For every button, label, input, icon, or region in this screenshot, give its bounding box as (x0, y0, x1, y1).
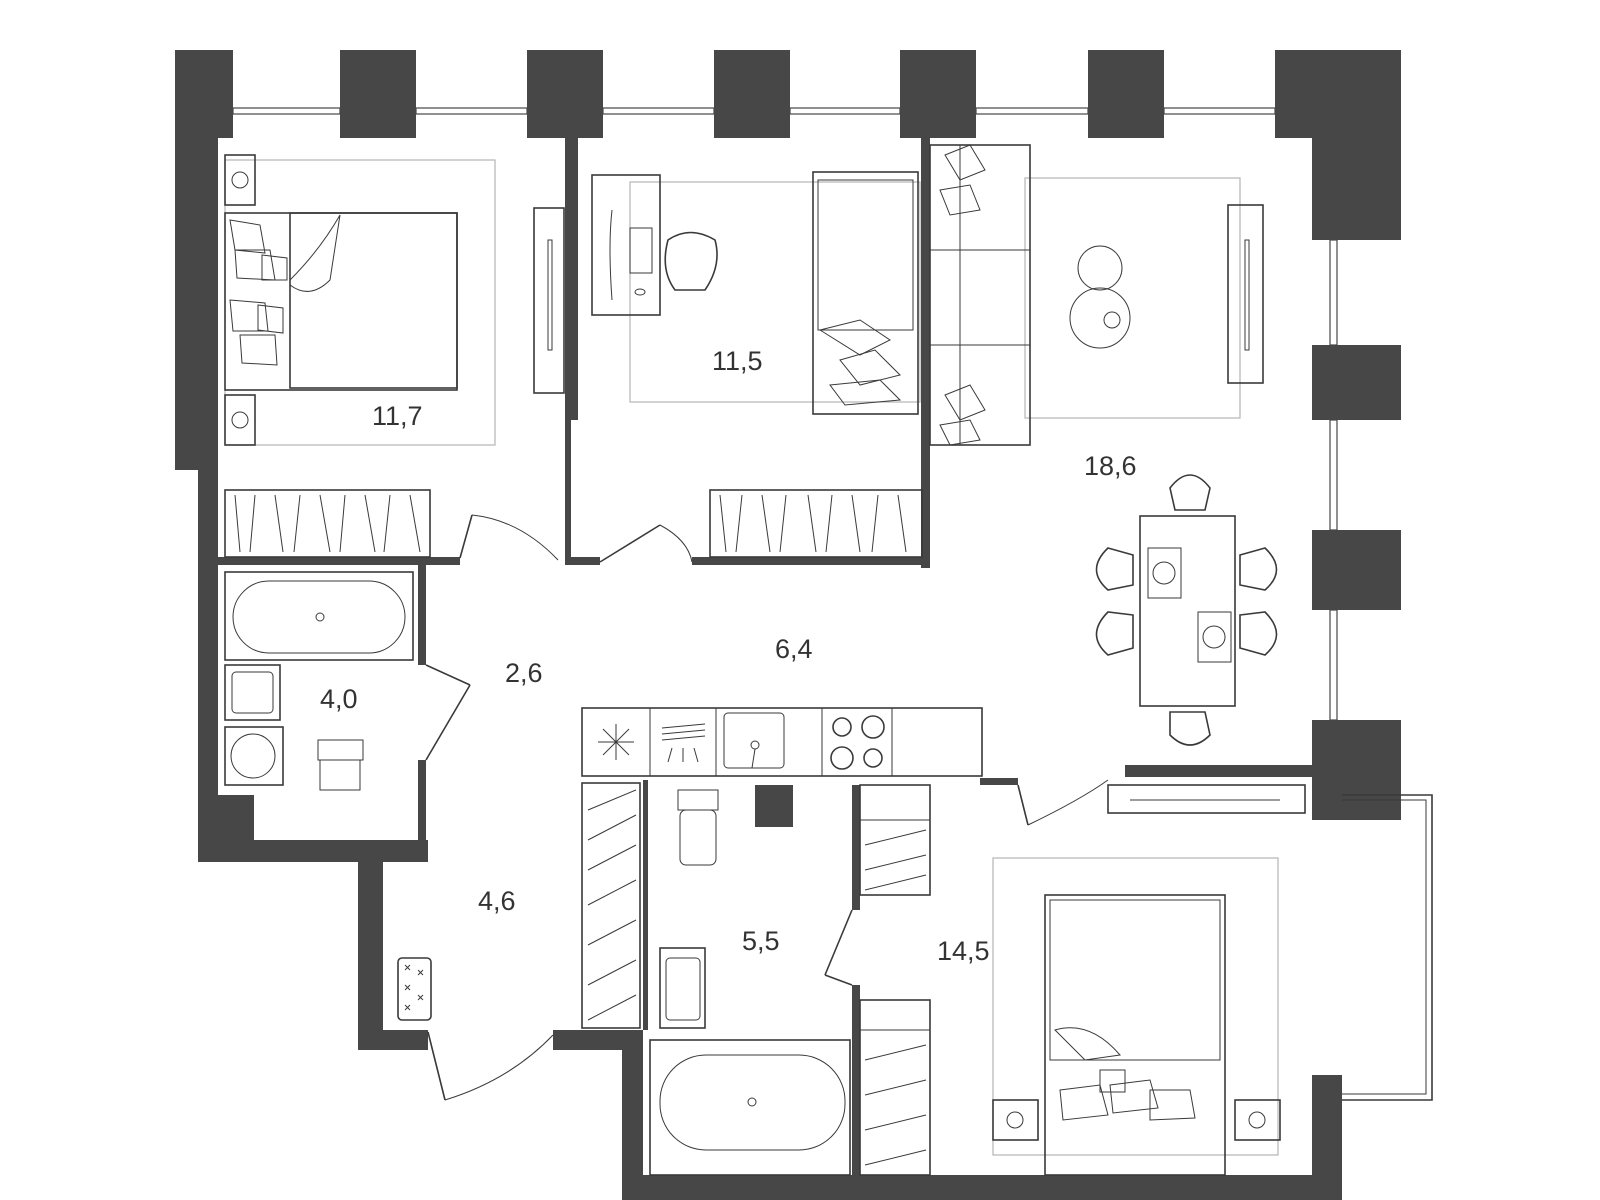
bedroom-1-furniture (224, 154, 565, 446)
bathroom-2-furniture (649, 789, 851, 1176)
area-label-living-kitchen: 18,6 (1084, 451, 1137, 481)
area-label-corridor: 2,6 (505, 658, 543, 688)
living-furniture (929, 144, 1278, 746)
area-label-bedroom-3: 14,5 (937, 936, 990, 966)
snowflake-icon (598, 724, 634, 760)
area-label-bathroom-2: 5,5 (742, 926, 780, 956)
area-label-bathroom-1: 4,0 (320, 684, 358, 714)
bedroom-3-furniture (992, 857, 1281, 1176)
bathroom-1-furniture (224, 571, 414, 791)
area-label-bedroom-2: 11,5 (712, 346, 763, 376)
kitchen-counter (581, 707, 983, 777)
area-label-hallway: 6,4 (775, 634, 813, 664)
area-label-entrance-hall: 4,6 (478, 886, 516, 916)
area-label-bedroom-1: 11,7 (372, 401, 423, 431)
walls (175, 50, 1401, 1200)
area-labels: 11,7 11,5 18,6 6,4 2,6 4,0 4,6 5,5 14,5 (320, 346, 1137, 966)
entrance-hall-furniture (397, 957, 432, 1021)
wardrobes (224, 489, 931, 1176)
bedroom-2-furniture (591, 171, 921, 415)
balcony (1107, 784, 1433, 1101)
doors (425, 514, 1109, 1101)
dishwasher-icon (661, 723, 706, 763)
